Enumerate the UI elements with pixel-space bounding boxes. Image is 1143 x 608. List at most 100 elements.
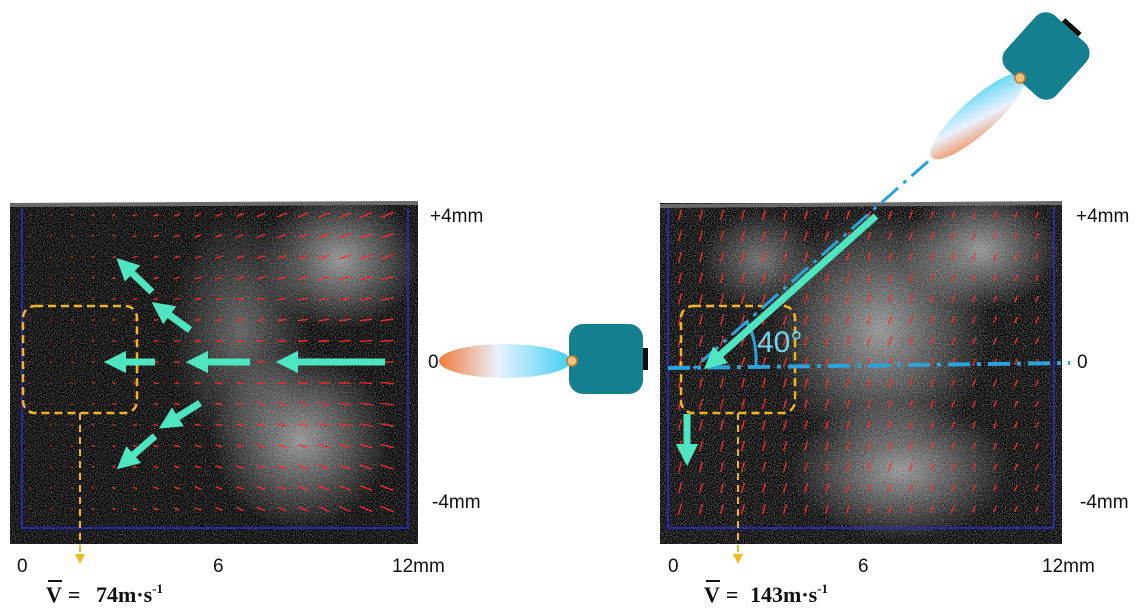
velocity-vector bbox=[277, 402, 287, 406]
velocity-vector bbox=[929, 316, 935, 324]
velocity-vector bbox=[782, 378, 788, 388]
velocity-vector bbox=[866, 210, 872, 220]
velocity-vector bbox=[761, 440, 767, 452]
velocity-vector bbox=[174, 276, 180, 280]
velocity-vector bbox=[318, 212, 330, 218]
velocity-vector bbox=[845, 273, 851, 283]
velocity-vector bbox=[256, 233, 266, 239]
velocity-vector bbox=[29, 214, 31, 216]
velocity-vector bbox=[359, 339, 373, 343]
velocity-vector bbox=[132, 486, 138, 490]
velocity-vector bbox=[971, 232, 977, 240]
velocity-vector bbox=[761, 230, 767, 242]
velocity-vector bbox=[719, 209, 725, 221]
velocity-vector bbox=[698, 272, 704, 284]
velocity-vector bbox=[256, 423, 266, 427]
velocity-vector bbox=[318, 297, 330, 301]
velocity-vector bbox=[1014, 463, 1018, 471]
velocity-vector bbox=[908, 315, 914, 325]
velocity-vector bbox=[1014, 274, 1018, 282]
velocity-vector bbox=[1014, 316, 1018, 324]
velocity-vector bbox=[950, 295, 956, 303]
velocity-vector bbox=[740, 230, 746, 242]
velocity-vector bbox=[318, 340, 330, 342]
velocity-vector bbox=[194, 276, 202, 280]
velocity-vector bbox=[698, 335, 704, 347]
velocity-vector bbox=[993, 442, 997, 450]
velocity-vector bbox=[950, 316, 956, 324]
velocity-vector bbox=[761, 419, 767, 431]
velocity-vector bbox=[339, 382, 351, 384]
velocity-vector bbox=[91, 445, 95, 447]
velocity-vector bbox=[782, 252, 788, 262]
velocity-vector bbox=[993, 505, 997, 513]
left-x-mid-label: 6 bbox=[213, 556, 224, 577]
velocity-vector bbox=[235, 212, 245, 218]
velocity-vector bbox=[132, 424, 138, 426]
velocity-vector bbox=[845, 462, 851, 472]
velocity-vector bbox=[677, 251, 683, 263]
velocity-vector bbox=[740, 356, 746, 368]
camera-angled bbox=[930, 12, 1090, 160]
left-y-top-label: +4mm bbox=[430, 206, 483, 227]
velocity-vector bbox=[761, 503, 767, 515]
velocity-vector bbox=[803, 441, 809, 451]
velocity-vector bbox=[950, 442, 956, 450]
velocity-vector bbox=[950, 505, 956, 513]
right-y-top-label: +4mm bbox=[1076, 206, 1129, 227]
velocity-vector bbox=[866, 252, 872, 262]
right-x-start-label: 0 bbox=[668, 556, 679, 577]
velocity-vector bbox=[971, 274, 977, 282]
velocity-vector bbox=[174, 444, 180, 448]
velocity-vector bbox=[215, 212, 223, 218]
velocity-vector bbox=[153, 423, 159, 427]
velocity-vector bbox=[761, 209, 767, 221]
velocity-vector bbox=[277, 212, 287, 218]
velocity-vector bbox=[845, 336, 851, 346]
velocity-vector bbox=[761, 251, 767, 263]
velocity-vector bbox=[971, 253, 977, 261]
velocity-vector bbox=[993, 463, 997, 471]
velocity-vector bbox=[359, 275, 373, 281]
velocity-vector bbox=[887, 315, 893, 325]
velocity-vector bbox=[803, 399, 809, 409]
velocity-vector bbox=[359, 402, 373, 406]
velocity-vector bbox=[887, 294, 893, 304]
velocity-vector bbox=[719, 419, 725, 431]
velocity-vector bbox=[698, 419, 704, 431]
velocity-vector bbox=[740, 440, 746, 452]
right-x-end-label: 12mm bbox=[1042, 556, 1095, 577]
velocity-vector bbox=[929, 253, 935, 261]
velocity-vector bbox=[929, 232, 935, 240]
velocity-vector bbox=[339, 505, 351, 513]
velocity-vector bbox=[297, 254, 309, 260]
velocity-vector bbox=[740, 398, 746, 410]
velocity-vector bbox=[359, 485, 373, 491]
velocity-vector bbox=[71, 487, 73, 489]
velocity-vector bbox=[339, 275, 351, 281]
velocity-vector bbox=[971, 442, 977, 450]
velocity-vector bbox=[277, 254, 287, 260]
velocity-vector bbox=[1035, 484, 1039, 492]
velocity-vector bbox=[993, 421, 997, 429]
velocity-vector bbox=[803, 231, 809, 241]
velocity-vector bbox=[929, 400, 935, 408]
velocity-vector bbox=[698, 293, 704, 305]
velocity-vector bbox=[380, 402, 394, 406]
velocity-vector bbox=[318, 423, 330, 427]
velocity-vector bbox=[971, 421, 977, 429]
velocity-vector bbox=[194, 423, 202, 427]
velocity-vector bbox=[215, 234, 223, 238]
velocity-vector bbox=[70, 508, 74, 510]
right-x-mid-label: 6 bbox=[858, 556, 869, 577]
velocity-vector bbox=[194, 465, 202, 469]
velocity-vector bbox=[194, 255, 202, 259]
velocity-vector bbox=[824, 483, 830, 493]
velocity-vector bbox=[698, 482, 704, 494]
velocity-vector bbox=[908, 231, 914, 241]
velocity-vector bbox=[803, 252, 809, 262]
velocity-vector bbox=[740, 251, 746, 263]
velocity-vector bbox=[277, 340, 287, 342]
right-flow-arrows bbox=[675, 213, 879, 467]
